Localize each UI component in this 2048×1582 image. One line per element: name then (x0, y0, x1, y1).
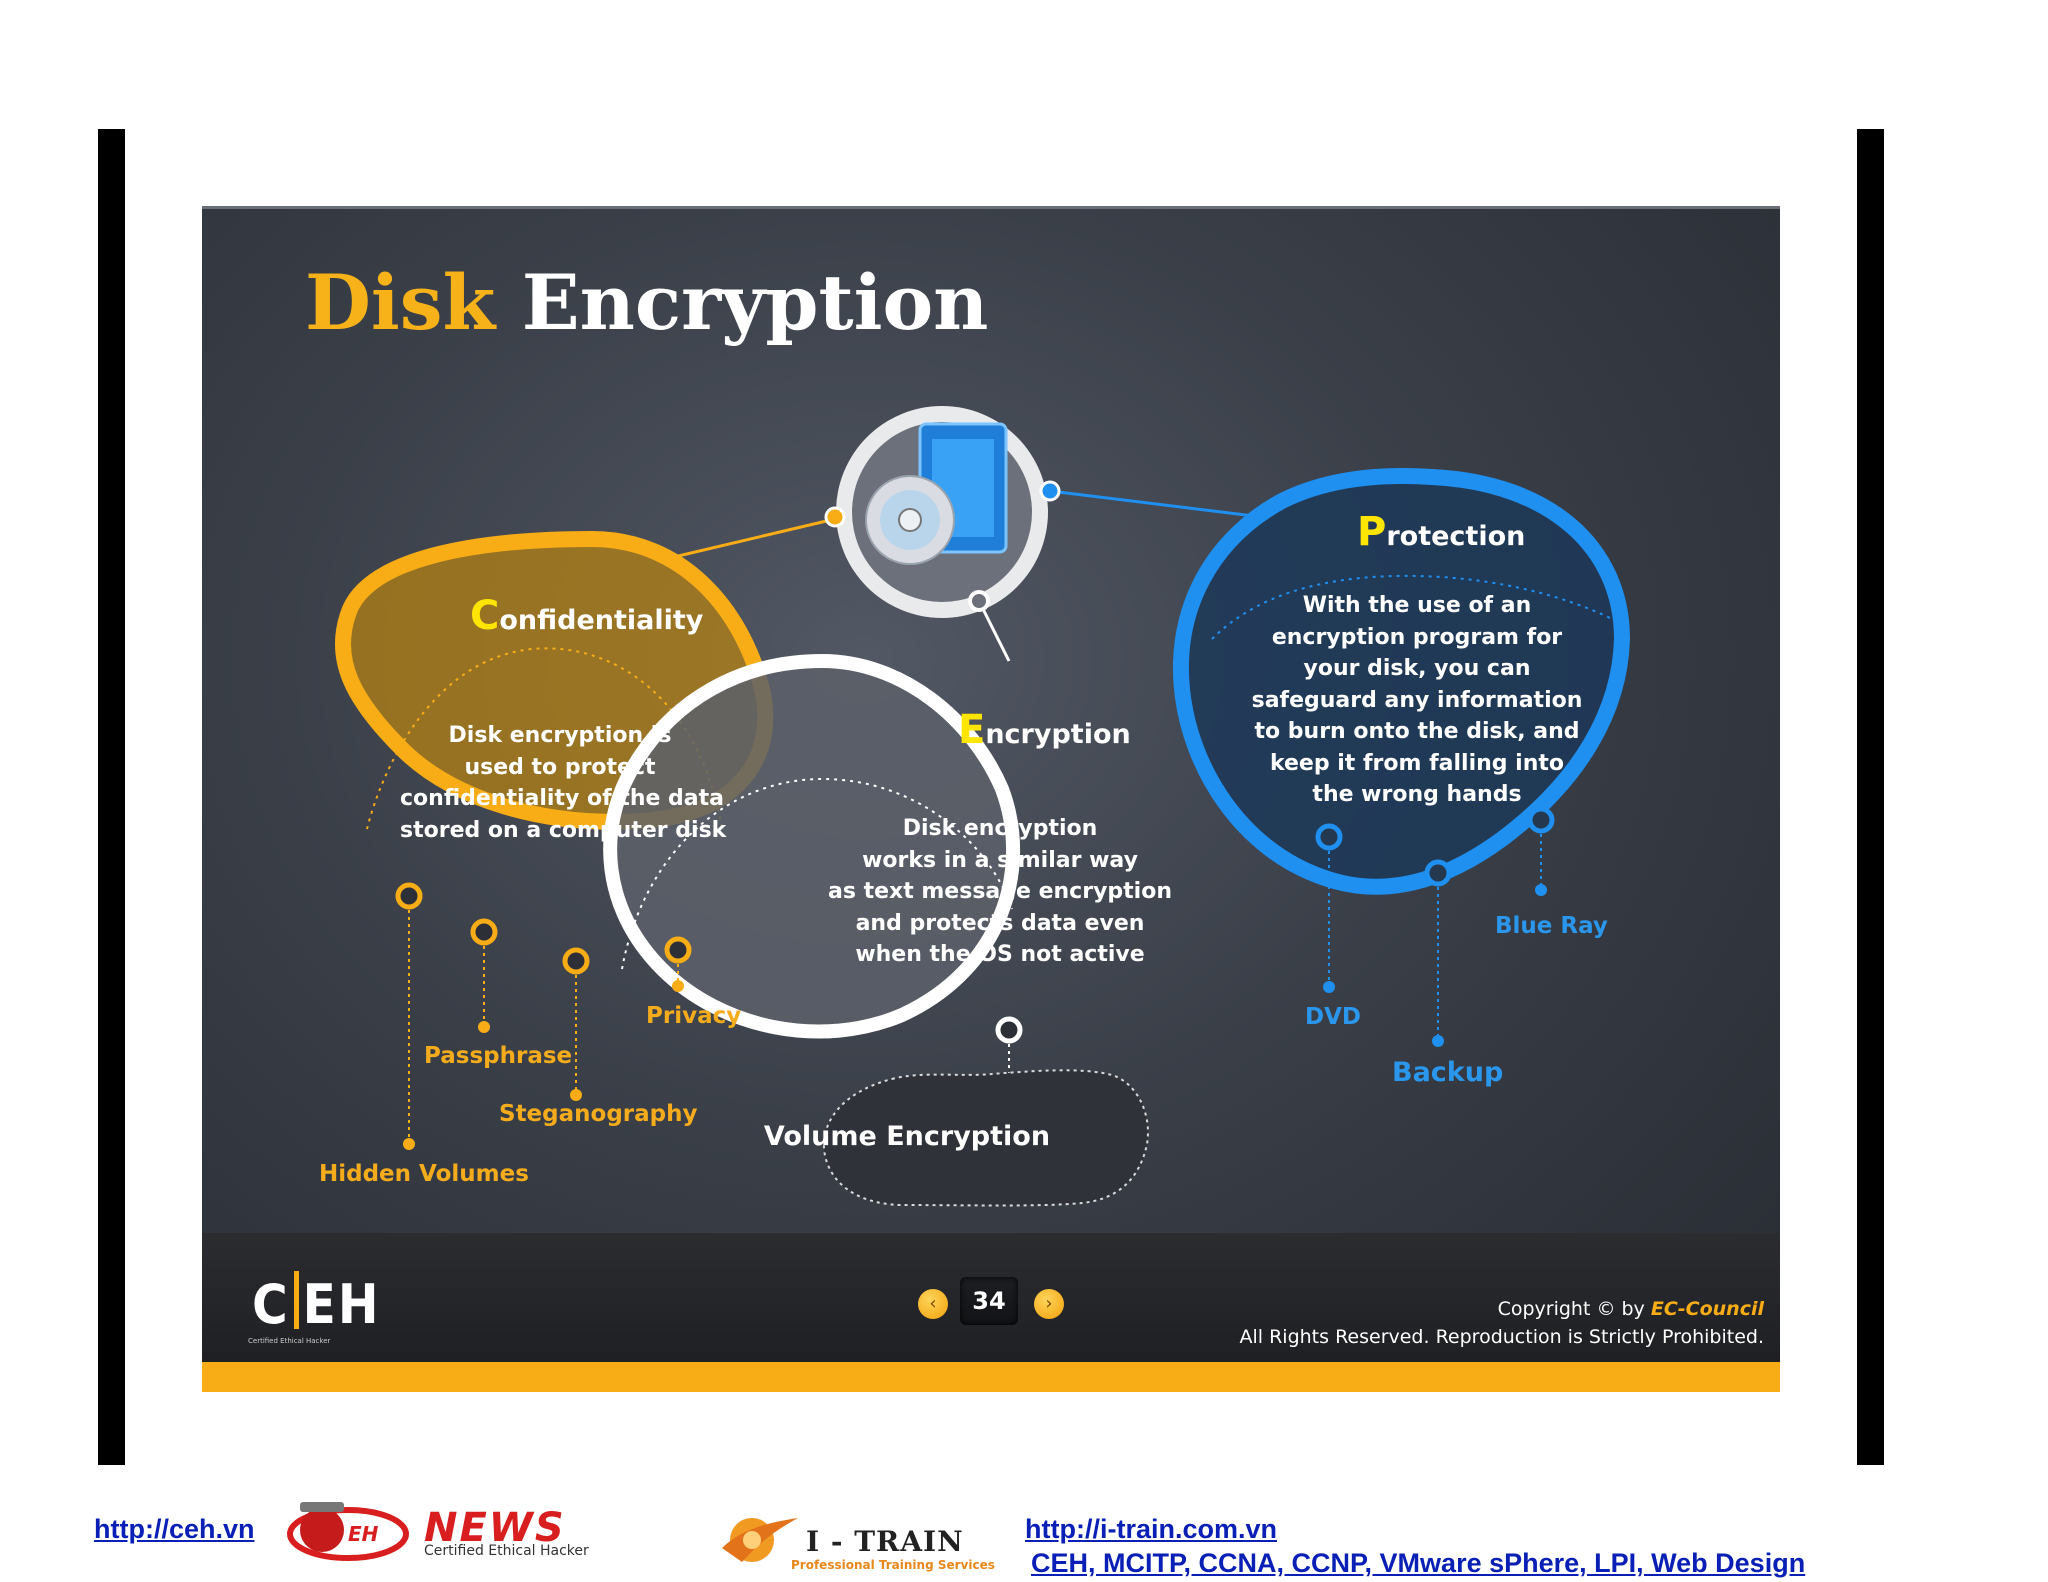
encryption-text: Disk encryption works in a similar way a… (827, 816, 1172, 967)
itrain-logo-icon (722, 1518, 798, 1562)
label-dvd: DVD (1305, 1004, 1361, 1030)
label-hidden-volumes: Hidden Volumes (319, 1161, 529, 1187)
confidentiality-heading: Confidentiality (470, 593, 704, 639)
label-passphrase: Passphrase (424, 1043, 573, 1069)
ceh-logo-subtitle: Certified Ethical Hacker (248, 1337, 331, 1345)
volume-encryption-bubble (822, 1069, 1149, 1207)
label-privacy: Privacy (646, 1003, 742, 1029)
diagram-art (335, 406, 1631, 1207)
rights-notice: All Rights Reserved. Reproduction is Str… (1239, 1326, 1765, 1348)
slide-title: Disk Encryption (305, 265, 988, 341)
right-border-bar (1857, 129, 1884, 1465)
label-steganography: Steganography (499, 1101, 698, 1127)
label-backup: Backup (1392, 1057, 1504, 1088)
link-i-train[interactable]: http://i-train.com.vn (1025, 1514, 1277, 1544)
copyright: Copyright © by EC-Council All Rights Res… (1240, 1295, 1765, 1351)
label-blue-ray: Blue Ray (1495, 913, 1608, 939)
encryption-bubble (603, 653, 1021, 1039)
connector-confidentiality (656, 517, 836, 563)
protection-heading: Protection (1357, 509, 1526, 555)
footer-gold-band (202, 1362, 1780, 1392)
itrain-subtitle: Professional Training Services (791, 1558, 995, 1572)
svg-text:EH: EH (348, 1522, 379, 1546)
protection-text: With the use of an encryption program fo… (1251, 593, 1583, 807)
label-volume-encryption: Volume Encryption (763, 1121, 1051, 1152)
left-border-bar (98, 129, 125, 1465)
disk-icon (836, 406, 1048, 618)
ceh-news-logo-icon: EH (287, 1502, 409, 1561)
link-courses[interactable]: CEH, MCITP, CCNA, CCNP, VMware sPhere, L… (1031, 1548, 1806, 1578)
slide: Disk Encryption Confidentiality Disk enc… (202, 206, 1780, 1392)
title-rest: Encryption (495, 258, 989, 347)
news-subtitle: Certified Ethical Hacker (424, 1543, 589, 1559)
link-ceh-vn[interactable]: http://ceh.vn (94, 1514, 255, 1544)
news-wordmark: NEWS (424, 1505, 566, 1551)
prev-slide-button[interactable]: ‹ (918, 1289, 948, 1319)
protection-bubble (1173, 468, 1631, 895)
title-first-word: Disk (305, 258, 496, 347)
encryption-heading: Encryption (958, 707, 1131, 753)
itrain-wordmark: I - TRAIN (806, 1525, 964, 1558)
connector-encryption (977, 600, 1011, 662)
confidentiality-text: Disk encryption is used to protect confi… (400, 723, 727, 843)
next-slide-button[interactable]: › (1034, 1289, 1064, 1319)
connector-protection (1049, 489, 1263, 519)
page-number: 34 (960, 1277, 1018, 1325)
